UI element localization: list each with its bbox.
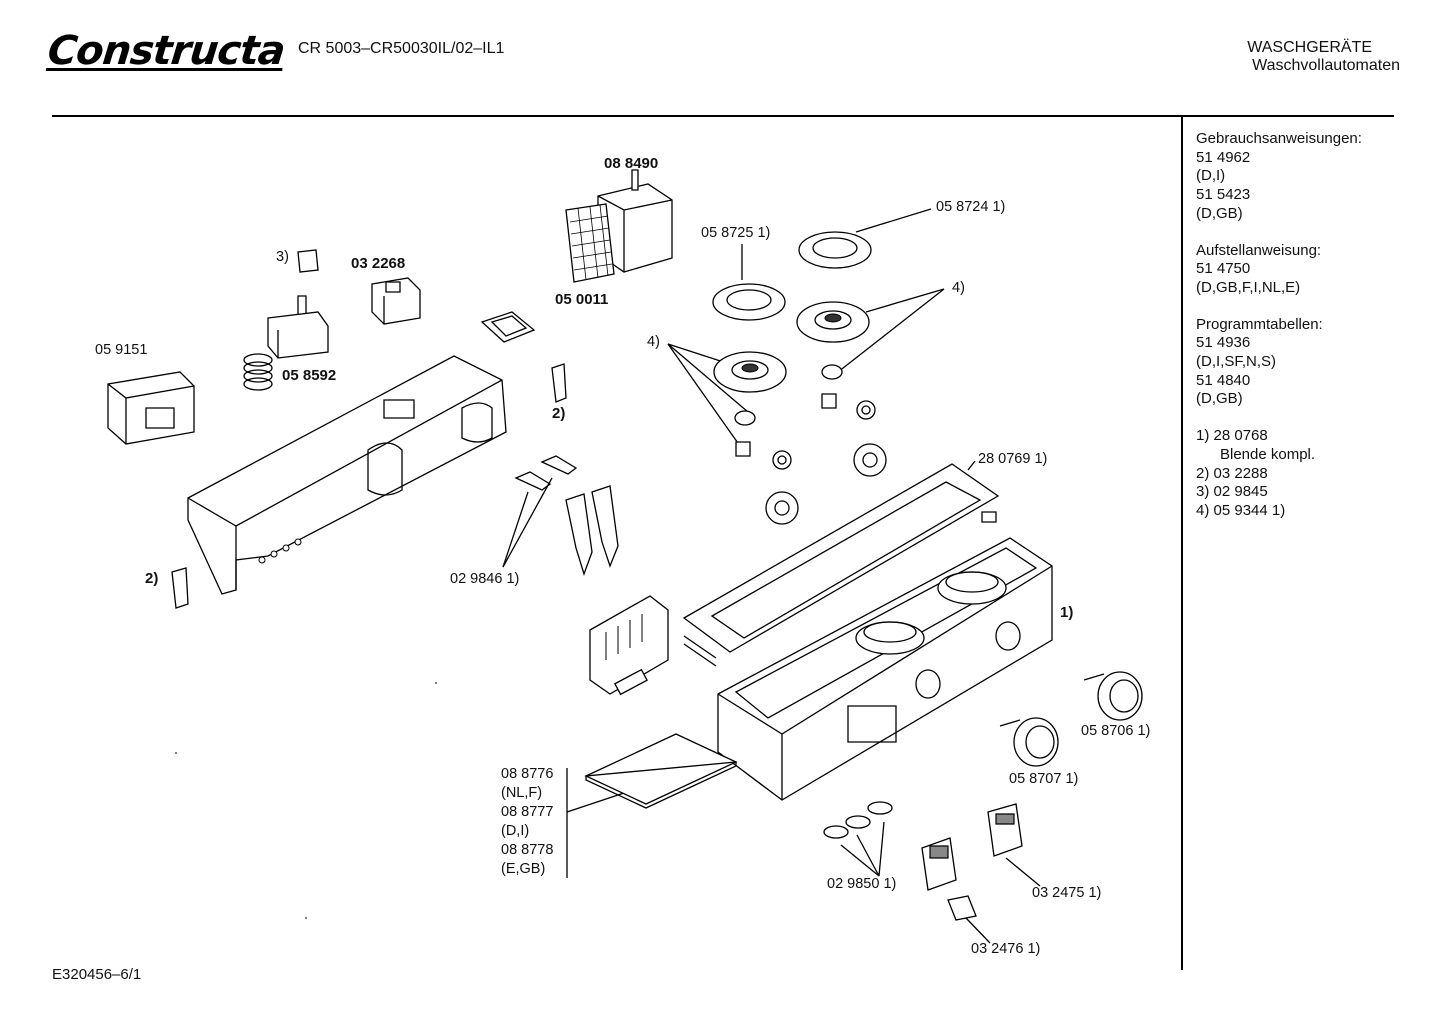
drawing-code: E320456–6/1 <box>52 966 142 983</box>
label-ref-4-left: 4) <box>647 334 660 350</box>
gasket-part <box>482 312 534 342</box>
spring-contacts <box>516 456 618 574</box>
label-timer: 05 8592 <box>282 367 337 384</box>
label-programmer-cover: 05 0011 <box>555 291 609 308</box>
sidebar-line: (D,GB) <box>1196 390 1243 408</box>
switch-bank-part <box>590 596 668 694</box>
sidebar-line: Gebrauchsanweisungen: <box>1196 130 1362 147</box>
sidebar-line: 51 4750 <box>1196 260 1251 278</box>
model-number: CR 5003–CR50030IL/02–IL1 <box>298 40 505 57</box>
manual-line: (E,GB) <box>501 861 546 877</box>
knob-parts <box>1000 672 1142 766</box>
sidebar-line: (D,I,SF,N,S) <box>1196 353 1277 371</box>
sidebar-line: Blende kompl. <box>1220 445 1316 463</box>
sidebar-line: (D,GB) <box>1196 204 1243 222</box>
label-ref-1: 1) <box>1060 604 1074 621</box>
manual-line: 08 8777 <box>501 804 554 820</box>
documentation-sidebar: Gebrauchsanweisungen: 51 4962 (D,I) 51 5… <box>1196 130 1362 521</box>
brush-parts <box>922 804 1022 920</box>
timer-part <box>244 296 328 390</box>
panel-cover-part <box>684 464 998 666</box>
sidebar-line: 1) 28 0768 <box>1196 427 1268 445</box>
label-programmer: 08 8490 <box>604 155 659 172</box>
label-ref-2-right: 2) <box>552 405 566 422</box>
label-small-springs: 02 9850 1) <box>827 876 897 892</box>
label-connector: 03 2268 <box>351 255 406 272</box>
category-subtitle: Waschvollautomaten <box>1252 57 1400 74</box>
small-springs <box>824 802 892 838</box>
sidebar-line: 51 4962 <box>1196 148 1251 166</box>
label-manuals: 08 8776 (NL,F) 08 8777 (D,I) 08 8778 (E,… <box>501 765 553 879</box>
label-disc-large: 05 8724 1) <box>936 199 1006 215</box>
sidebar-line: Aufstellanweisung: <box>1196 241 1322 259</box>
control-panel-part <box>718 538 1052 800</box>
label-brush-a: 03 2475 1) <box>1032 885 1102 901</box>
sidebar-divider <box>1181 117 1183 970</box>
programmer-switch-part <box>566 170 672 282</box>
manual-line: (NL,F) <box>501 785 543 801</box>
label-disc-small: 05 8725 1) <box>701 225 771 241</box>
clip-parts <box>172 364 566 608</box>
manual-line: 08 8778 <box>501 842 554 858</box>
label-panel-cover: 28 0769 1) <box>978 451 1048 467</box>
sidebar-line: 51 4840 <box>1196 371 1251 389</box>
manual-line: (D,I) <box>501 823 530 839</box>
sidebar-line: 2) 03 2288 <box>1196 464 1268 482</box>
leader-lines <box>503 209 1040 943</box>
sidebar-line: 51 4936 <box>1196 334 1251 352</box>
manual-line: 08 8776 <box>501 766 554 782</box>
sidebar-line: 4) 05 9344 1) <box>1196 501 1286 519</box>
label-relay-block: 05 9151 <box>95 342 148 358</box>
category-title: WASCHGERÄTE <box>1247 39 1372 56</box>
label-knob-large: 05 8706 1) <box>1081 723 1151 739</box>
label-knob-small: 05 8707 1) <box>1009 771 1079 787</box>
sidebar-line: Programmtabellen: <box>1196 315 1323 333</box>
label-brush-b: 03 2476 1) <box>971 941 1041 957</box>
drawing-specks <box>175 682 437 919</box>
sidebar-line: 51 5423 <box>1196 186 1251 204</box>
label-spring-contacts: 02 9846 1) <box>450 571 520 587</box>
gear-parts <box>735 365 886 524</box>
relay-block-part <box>108 372 194 444</box>
manual-booklet <box>586 734 736 808</box>
chassis-frame <box>188 356 506 594</box>
knob-discs <box>713 232 871 392</box>
sidebar-line: 3) 02 9845 <box>1196 483 1268 501</box>
label-ref-2-left: 2) <box>145 570 159 587</box>
sidebar-line: (D,I) <box>1196 167 1226 185</box>
header-divider <box>52 115 1394 117</box>
label-ref-3: 3) <box>276 249 289 265</box>
sidebar-line: (D,GB,F,I,NL,E) <box>1196 278 1301 296</box>
connector-part <box>298 250 420 324</box>
label-ref-4-right: 4) <box>952 280 965 296</box>
